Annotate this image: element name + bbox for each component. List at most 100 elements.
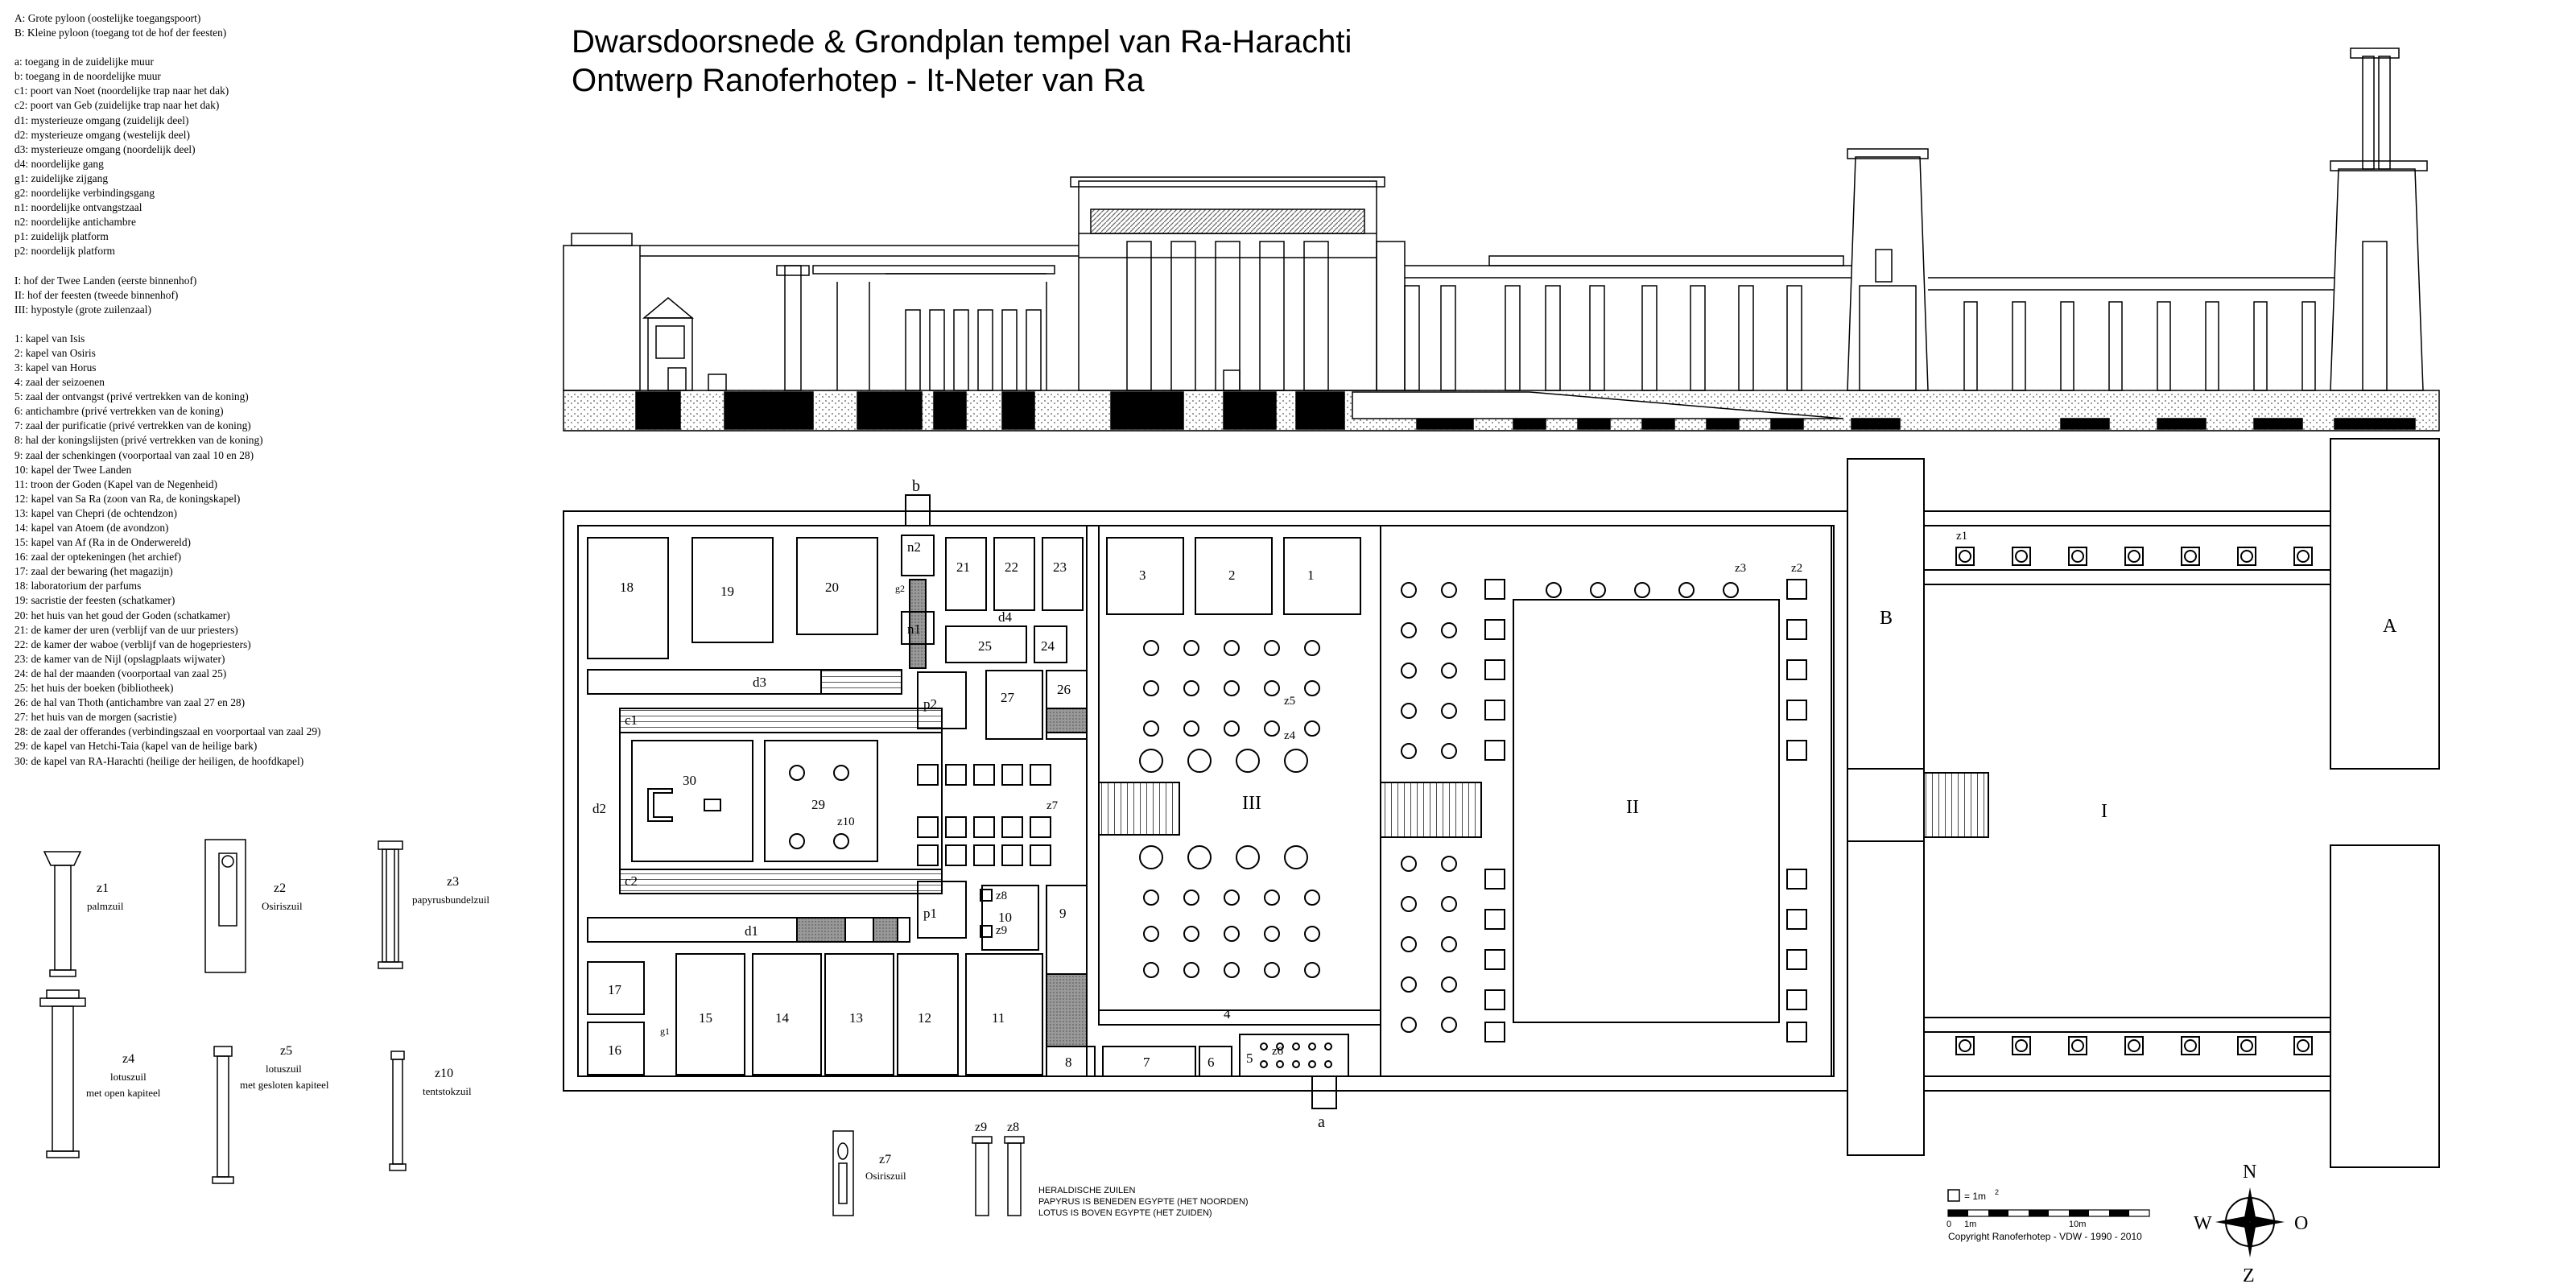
legend-item: 20: het huis van het goud der Goden (sch… — [14, 609, 230, 621]
label-z3-plan: z3 — [1735, 562, 1746, 575]
col-id-z9: z9 — [975, 1121, 987, 1134]
tentpole-column-icon — [389, 1051, 407, 1171]
label-room-5: 5 — [1246, 1051, 1253, 1066]
legend-item: 17: zaal der bewaring (het magazijn) — [14, 565, 173, 578]
label-d3: d3 — [753, 675, 766, 690]
heraldic-columns-icon — [972, 1136, 1025, 1216]
col-name-z2: Osiriszuil — [262, 900, 303, 912]
legend-item: 29: de kapel van Hetchi-Taia (kapel van … — [14, 740, 258, 753]
column-types — [39, 839, 1025, 1216]
palm-column-icon — [43, 851, 82, 977]
legend-item: n1: noordelijke ontvangstzaal — [14, 201, 142, 214]
legend-item: 21: de kamer der uren (verblijf van de u… — [14, 623, 238, 636]
legend-item: 27: het huis van de morgen (sacristie) — [14, 711, 177, 724]
legend-rooms: 1: kapel van Isis 2: kapel van Osiris 3:… — [14, 332, 530, 769]
legend-item: d4: noordelijke gang — [14, 157, 104, 170]
col-name-z3: papyrusbundelzuil — [412, 894, 489, 906]
title-line-1: Dwarsdoorsnede & Grondplan tempel van Ra… — [572, 24, 1352, 60]
legend-item: g2: noordelijke verbindingsgang — [14, 187, 155, 200]
legend-item: 3: kapel van Horus — [14, 361, 97, 374]
label-z6-plan: z6 — [1272, 1045, 1284, 1058]
legend-item: d2: mysterieuze omgang (westelijk deel) — [14, 128, 190, 141]
legend-item: d3: mysterieuze omgang (noordelijk deel) — [14, 142, 196, 155]
col-id-z10: z10 — [435, 1067, 453, 1080]
label-z5-plan: z5 — [1284, 695, 1295, 708]
label-room-9: 9 — [1059, 906, 1067, 921]
legend-item: III: hypostyle (grote zuilenzaal) — [14, 303, 151, 316]
osiris-column-icon — [204, 839, 246, 973]
label-room-24: 24 — [1041, 638, 1055, 654]
label-gate-a: a — [1318, 1113, 1325, 1131]
label-room-29: 29 — [811, 797, 825, 812]
col-id-z1: z1 — [97, 881, 109, 895]
legend-item: 6: antichambre (privé vertrekken van de … — [14, 405, 224, 418]
legend-item: c1: poort van Noet (noordelijke trap naa… — [14, 85, 229, 97]
legend-item: 12: kapel van Sa Ra (zoon van Ra, de kon… — [14, 492, 241, 505]
label-room-4: 4 — [1224, 1006, 1231, 1022]
label-room-6: 6 — [1208, 1055, 1215, 1070]
label-z4-plan: z4 — [1284, 729, 1296, 742]
col-name2-z4: met open kapiteel — [86, 1087, 161, 1099]
label-room-7: 7 — [1143, 1055, 1150, 1070]
column-type-labels: z1 palmzuil z2 Osiriszuil z3 papyrusbund… — [86, 875, 1249, 1218]
legend-item: 4: zaal der seizoenen — [14, 376, 105, 389]
legend-item: 15: kapel van Af (Ra in de Onderwereld) — [14, 536, 192, 549]
label-room-10: 10 — [998, 910, 1012, 925]
legend-item: n2: noordelijke antichambre — [14, 216, 136, 229]
legend-item: 25: het huis der boeken (bibliotheek) — [14, 682, 174, 695]
compass-west: W — [2194, 1213, 2212, 1234]
label-room-8: 8 — [1065, 1055, 1072, 1070]
label-room-22: 22 — [1005, 559, 1018, 575]
legend-item: B: Kleine pyloon (toegang tot de hof der… — [14, 27, 227, 39]
legend: A: Grote pyloon (oostelijke toegangspoor… — [14, 11, 530, 769]
label-z8-plan: z8 — [996, 890, 1007, 902]
legend-item: 10: kapel der Twee Landen — [14, 463, 132, 476]
legend-item: A: Grote pyloon (oostelijke toegangspoor… — [14, 12, 201, 24]
label-court-2: II — [1626, 797, 1639, 818]
label-room-20: 20 — [825, 580, 839, 595]
label-g2: g2 — [895, 583, 905, 594]
legend-item: 18: laboratorium der parfums — [14, 580, 142, 592]
legend-item: 26: de hal van Thoth (antichambre van za… — [14, 696, 246, 709]
ground-plan — [563, 438, 2440, 1168]
legend-pylons: A: Grote pyloon (oostelijke toegangspoor… — [14, 11, 530, 40]
legend-item: d1: mysterieuze omgang (zuidelijk deel) — [14, 114, 189, 126]
plan-labels: A B I II III a b c1 c2 d1 d2 d3 d4 g1 g2… — [592, 477, 2397, 1131]
label-room-21: 21 — [956, 559, 970, 575]
label-court-1: I — [2101, 801, 2107, 822]
scale-unit-label: = 1m — [1964, 1191, 1986, 1202]
col-id-z7: z7 — [879, 1153, 891, 1166]
label-z9-plan: z9 — [996, 924, 1007, 937]
col-id-z2: z2 — [274, 881, 286, 895]
title-line-2: Ontwerp Ranoferhotep - It-Neter van Ra — [572, 63, 1145, 98]
label-p1: p1 — [923, 906, 937, 921]
label-z1-plan: z1 — [1956, 530, 1967, 543]
legend-item: 8: hal der koningslijsten (privé vertrek… — [14, 434, 263, 447]
legend-item: c2: poort van Geb (zuidelijke trap naar … — [14, 99, 220, 112]
col-name-z5: lotuszuil — [266, 1063, 302, 1075]
scale-tick-10m: 10m — [2069, 1220, 2086, 1229]
label-room-13: 13 — [849, 1010, 863, 1026]
legend-item: 23: de kamer van de Nijl (opslagplaats w… — [14, 652, 225, 665]
label-room-1: 1 — [1307, 568, 1315, 583]
label-room-26: 26 — [1057, 682, 1071, 697]
label-room-14: 14 — [775, 1010, 790, 1026]
legend-item: 22: de kamer der waboe (verblijf van de … — [14, 638, 251, 650]
label-room-2: 2 — [1228, 568, 1236, 583]
legend-item: 2: kapel van Osiris — [14, 346, 96, 359]
col-id-z3: z3 — [447, 875, 459, 889]
label-z10-plan: z10 — [837, 815, 855, 828]
label-room-27: 27 — [1001, 690, 1015, 705]
legend-item: 13: kapel van Chepri (de ochtendzon) — [14, 506, 177, 519]
label-c2: c2 — [625, 873, 638, 889]
heraldic-title: HERALDISCHE ZUILEN — [1038, 1186, 1135, 1195]
label-d1: d1 — [745, 923, 758, 939]
col-name-z1: palmzuil — [87, 900, 124, 912]
papyrus-column-icon — [378, 840, 403, 969]
legend-item: 5: zaal der ontvangst (privé vertrekken … — [14, 390, 249, 403]
label-room-12: 12 — [918, 1010, 931, 1026]
label-gate-b: b — [912, 477, 920, 495]
lotus-open-column-icon — [39, 989, 86, 1158]
label-pylon-b: B — [1880, 608, 1893, 629]
label-room-15: 15 — [699, 1010, 712, 1026]
